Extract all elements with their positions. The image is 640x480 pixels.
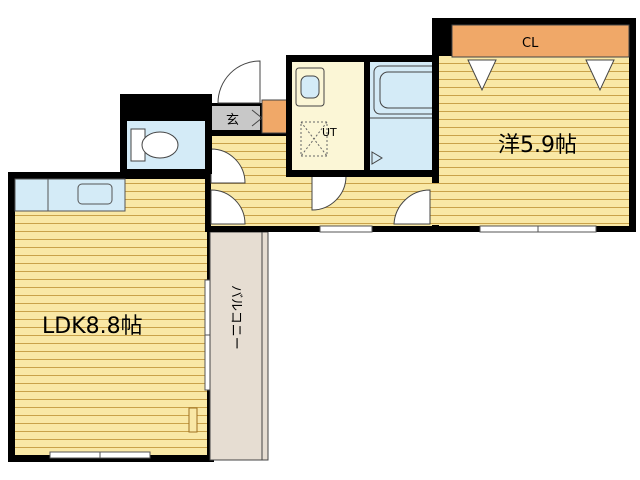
closet-door-left	[467, 59, 497, 92]
entrance-door	[217, 60, 261, 104]
hallway-door-left	[210, 148, 246, 184]
hallway-door-ut	[311, 175, 347, 211]
washing-machine-space	[300, 121, 328, 157]
western-label: 洋5.9帖	[498, 133, 577, 158]
hallway-door-ldk	[210, 189, 246, 225]
hallway-door-western	[393, 189, 431, 225]
utility-room: UT	[286, 55, 370, 177]
bathroom-door-marker	[371, 151, 383, 165]
kitchen-sink-icon	[77, 183, 113, 205]
western-room: CL 洋5.9帖	[431, 18, 636, 233]
closet-label: CL	[522, 36, 539, 51]
hallway-window	[319, 225, 373, 233]
toilet-room	[120, 94, 212, 174]
utility-label: UT	[322, 126, 337, 139]
closet-door-right	[585, 59, 615, 92]
entrance-label: 玄	[226, 113, 239, 128]
toilet-icon	[141, 131, 179, 159]
entrance: 玄	[208, 60, 289, 134]
balcony-label: バルコニー	[228, 285, 243, 350]
closet	[451, 24, 630, 58]
ldk-label: LDK8.8帖	[42, 314, 143, 339]
shoe-cabinet	[261, 99, 289, 134]
ldk-room: LDK8.8帖	[8, 172, 214, 462]
wall-outlet-icon	[188, 407, 198, 433]
balcony: バルコニー	[209, 231, 269, 461]
